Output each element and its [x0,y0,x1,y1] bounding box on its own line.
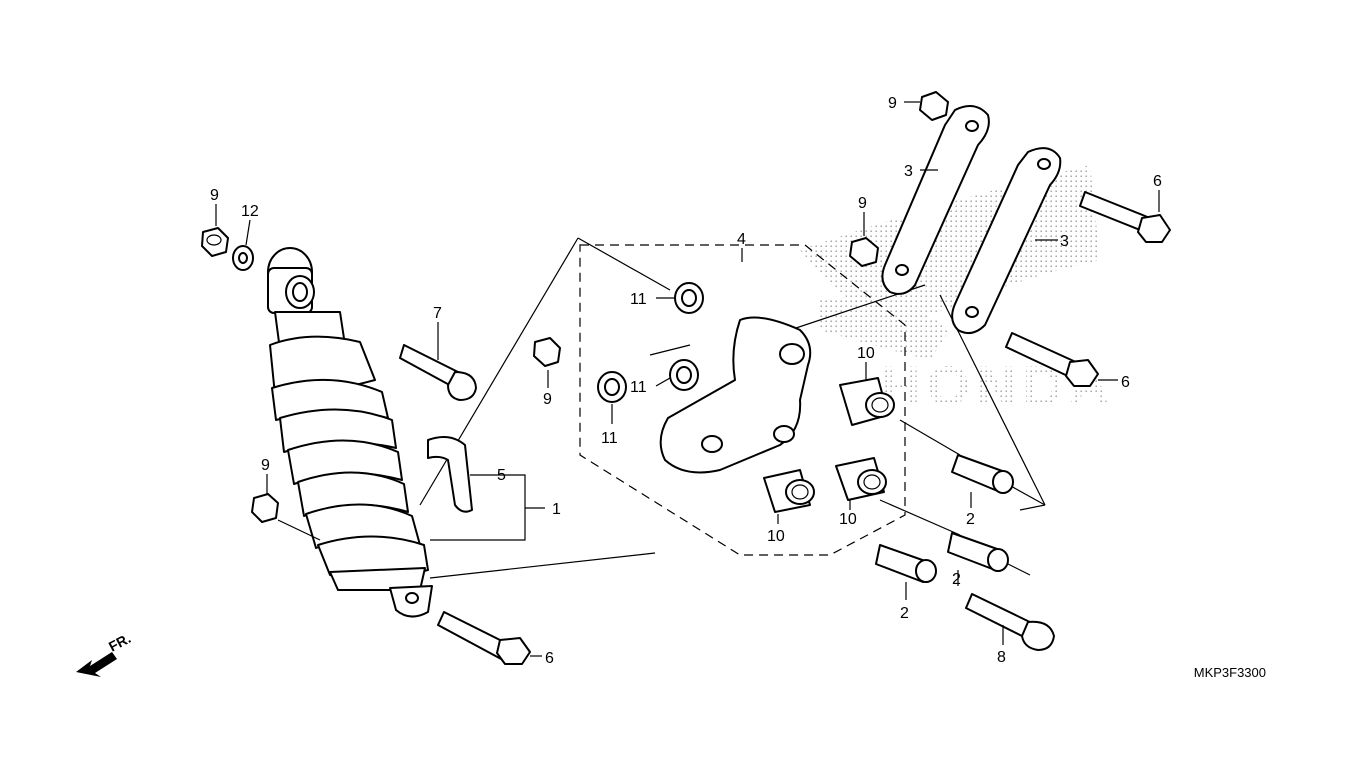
bolt-7 [399,344,477,401]
callout-8: 8 [997,649,1006,666]
bolt-6-right [1005,332,1099,387]
callout-7: 7 [433,305,442,322]
callout-11: 11 [630,379,647,396]
oil-seals [597,282,704,403]
callout-10: 10 [767,528,785,545]
callout-2: 2 [966,511,975,528]
callout-5: 5 [497,467,506,484]
nut-9-center-right [849,237,879,267]
callout-11: 11 [630,291,647,308]
leader-lines [215,101,1160,657]
callout-9: 9 [210,187,219,204]
nut-and-washer-top [201,227,254,271]
callout-9: 9 [888,95,897,112]
callout-10: 10 [839,511,857,528]
callout-12: 12 [241,203,259,220]
callout-4: 4 [737,231,746,248]
nut-9-top-right [919,91,949,121]
bolt-8 [965,593,1055,651]
callout-9: 9 [858,195,867,212]
connecting-rods [881,105,1062,335]
front-direction-marker: FR. [76,630,133,677]
callout-2: 2 [952,571,961,588]
nut-9-lower [251,493,279,523]
nut-9-middle [533,337,561,367]
bolt-6-top-right [1079,191,1171,243]
callout-2: 2 [900,605,909,622]
link-assembly-outline [579,244,906,556]
callout-9: 9 [261,457,270,474]
shock-absorber [267,247,433,618]
callout-3: 3 [1060,233,1069,250]
callout-labels: 9 12 7 9 9 5 1 6 4 11 11 11 10 10 10 2 2… [210,95,1162,667]
collars [875,454,1014,583]
front-direction-label: FR. [106,630,133,655]
callout-1: 1 [552,501,561,518]
callout-9: 9 [543,391,552,408]
callout-11: 11 [601,430,618,447]
needle-bearings [763,377,895,513]
callout-3: 3 [904,163,913,180]
collar-part [427,435,473,513]
drawing-code: MKP3F3300 [1193,665,1266,680]
cushion-arm [659,316,812,474]
callout-10: 10 [857,345,875,362]
bolt-6-lower [437,611,531,665]
callout-6: 6 [1153,173,1162,190]
callout-6: 6 [1121,374,1130,391]
callout-6: 6 [545,650,554,667]
